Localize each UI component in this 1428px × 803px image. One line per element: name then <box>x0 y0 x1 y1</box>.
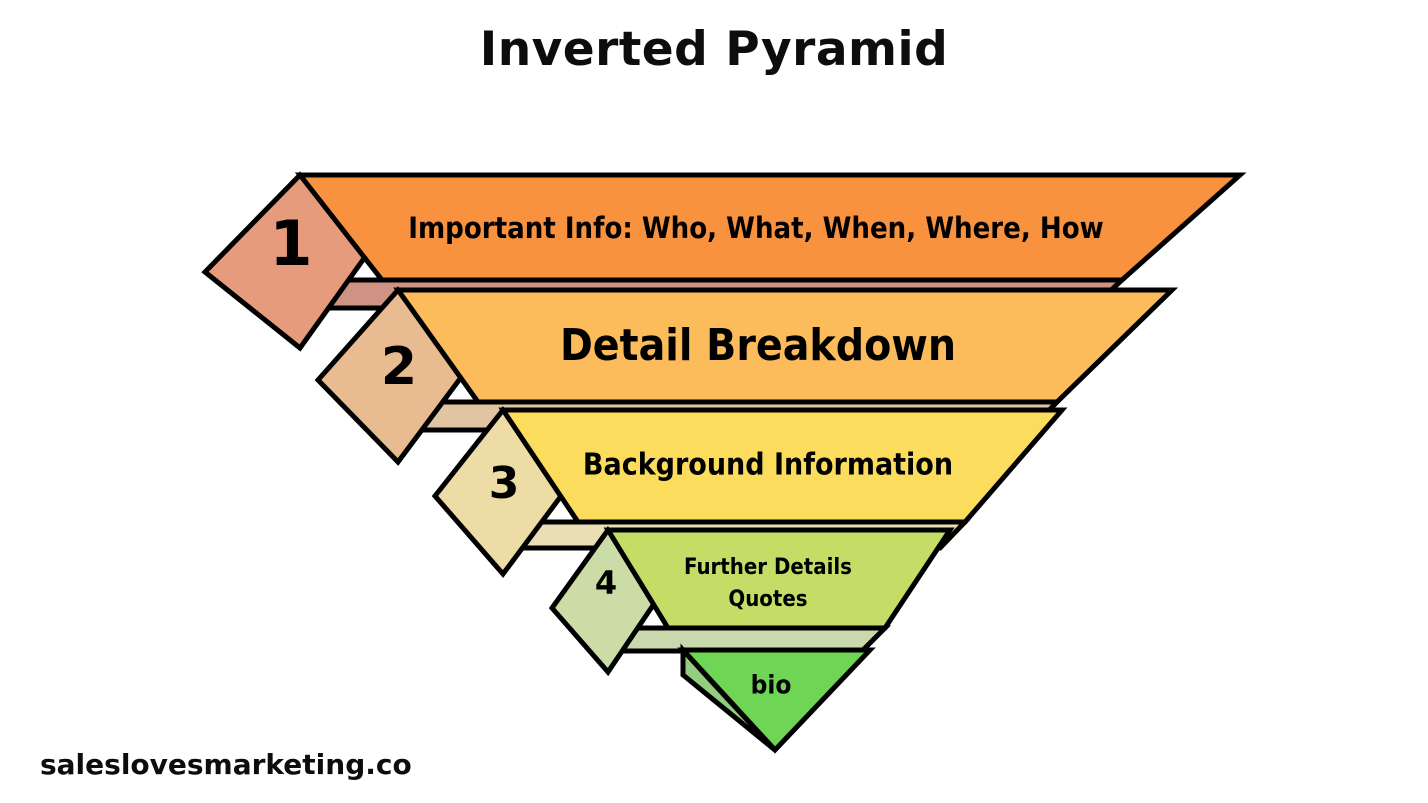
level-1-body[interactable] <box>294 172 1247 283</box>
pyramid-level-1[interactable]: 1 Important Info: Who, What, When, Where… <box>201 171 1247 352</box>
level-3-body[interactable] <box>498 407 1068 525</box>
pyramid-level-5[interactable]: bio <box>677 643 876 754</box>
level-2-body[interactable] <box>393 287 1179 405</box>
level-2-label: Detail Breakdown <box>560 320 956 371</box>
level-5-label: bio <box>751 671 792 701</box>
page-title: Inverted Pyramid <box>479 22 949 77</box>
level-4-number: 4 <box>595 564 617 602</box>
level-3-label: Background Information <box>583 448 953 483</box>
level-4-label-line-1: Further Details <box>684 555 852 580</box>
level-3-number: 3 <box>489 458 520 509</box>
footer-brand: saleslovesmarketing.co <box>40 748 412 781</box>
level-5-body[interactable] <box>677 647 876 754</box>
level-1-number: 1 <box>269 207 312 280</box>
level-4-label-line-2: Quotes <box>728 587 807 612</box>
level-2-number: 2 <box>381 337 417 397</box>
level-1-label: Important Info: Who, What, When, Where, … <box>408 211 1103 245</box>
pyramid-level-4[interactable]: 4 Further Details Quotes <box>548 525 955 677</box>
inverted-pyramid-diagram: 1 Important Info: Who, What, When, Where… <box>201 171 1247 754</box>
level-4-body[interactable] <box>603 527 955 631</box>
